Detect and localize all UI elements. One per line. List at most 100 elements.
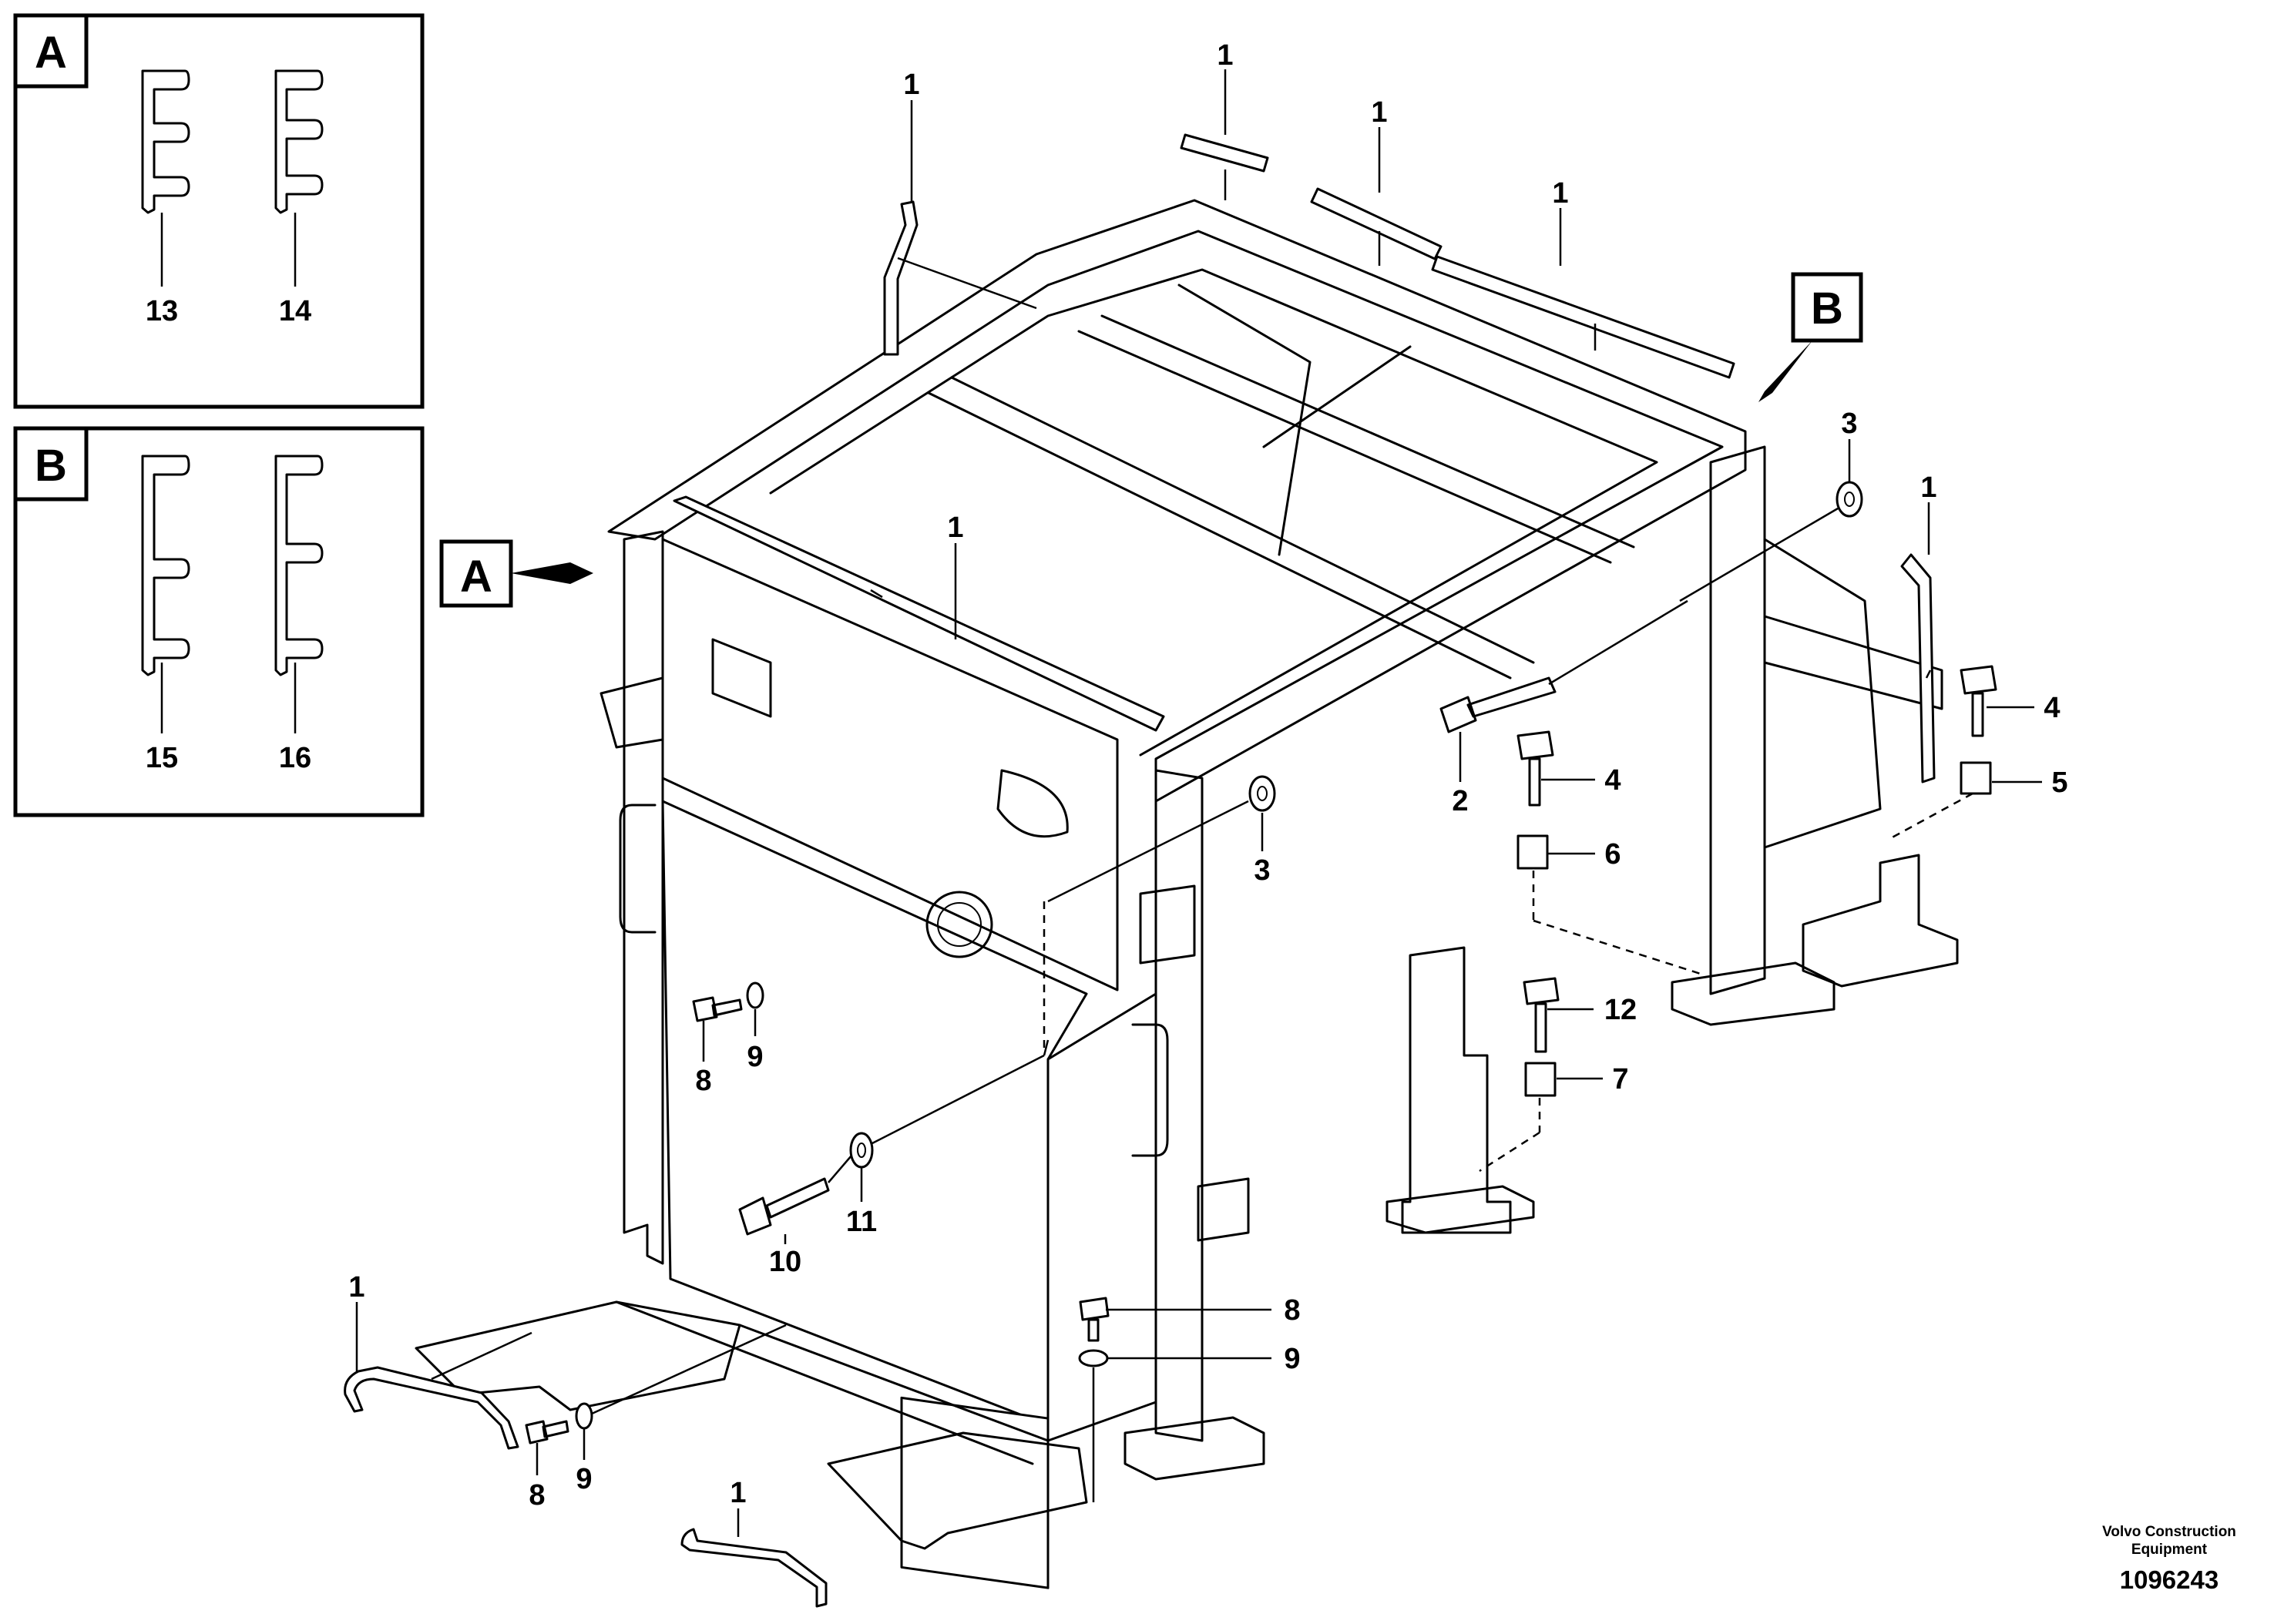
- callout-1a: 1: [903, 69, 919, 101]
- left-handle: [619, 804, 657, 934]
- washer-3a-hole: [1844, 492, 1855, 507]
- callout-11: 11: [846, 1206, 877, 1238]
- cab-frame-assembly: [415, 199, 1959, 1589]
- inset-b: B 15 16: [13, 426, 425, 817]
- washer-11: [849, 1132, 874, 1169]
- right-handle: [1131, 1023, 1169, 1157]
- callout-1b: 1: [1217, 39, 1233, 72]
- inset-b-frame: [13, 426, 425, 817]
- callout-7: 7: [1612, 1063, 1628, 1096]
- bolt-4a: [1516, 730, 1554, 807]
- spacer-7: [1524, 1062, 1557, 1097]
- strip-1g: [344, 1366, 519, 1450]
- frame-crossmember-1: [927, 376, 1535, 679]
- shim-part-14: [274, 69, 324, 214]
- washer-9c: [575, 1402, 593, 1430]
- shim-part-16: [274, 455, 324, 676]
- washer-11-hole: [857, 1143, 866, 1158]
- callout-8a: 8: [695, 1065, 711, 1097]
- inset-a: A 13 14: [13, 13, 425, 409]
- callout-1g: 1: [348, 1271, 364, 1304]
- footer: Volvo Construction Equipment 1096243: [2102, 1524, 2236, 1594]
- rear-lower-panel: [1046, 992, 1157, 1442]
- callout-15: 15: [146, 742, 178, 774]
- spacer-5: [1960, 761, 1992, 795]
- leader-1a-target: [897, 257, 1037, 310]
- view-marker-b-arrow: [1758, 341, 1812, 402]
- bolt-10-axis: [828, 1155, 852, 1183]
- bolt-8b: [1079, 1297, 1110, 1342]
- callout-9c: 9: [576, 1463, 592, 1495]
- reference-number: 1096243: [2120, 1565, 2218, 1594]
- callout-1e: 1: [1920, 471, 1936, 504]
- strip-1b: [1180, 133, 1269, 173]
- washer-3b-hole: [1257, 786, 1268, 801]
- callout-16: 16: [279, 742, 311, 774]
- callout-6: 6: [1604, 838, 1621, 871]
- view-marker-a-box: [439, 539, 513, 608]
- panel-cutout: [996, 769, 1069, 838]
- rear-side-beam: [1763, 615, 1943, 710]
- rubber-strips: [344, 133, 1936, 1608]
- shim-part-13: [141, 69, 190, 214]
- frame-crossmember-2: [1077, 314, 1635, 564]
- strip-1f: [673, 495, 1165, 732]
- view-marker-a-arrow: [511, 562, 593, 584]
- bolt-4b: [1960, 665, 1997, 737]
- right-front-post: [1154, 769, 1204, 1442]
- washer-3b: [1248, 775, 1276, 812]
- rear-outer-base: [1802, 854, 1959, 988]
- frame-crossmember-3: [1177, 284, 1412, 556]
- fasteners: [525, 481, 1997, 1502]
- callout-1c: 1: [1371, 96, 1387, 129]
- callout-1f: 1: [947, 512, 963, 544]
- callout-1d: 1: [1552, 177, 1568, 210]
- company-name-line1: Volvo Construction: [2102, 1524, 2236, 1540]
- bolt-10-axis-2: [870, 1054, 1045, 1146]
- bolt-8a: [692, 996, 743, 1022]
- spacer-6: [1516, 834, 1549, 870]
- left-post: [623, 530, 664, 1265]
- side-bracket-right: [1139, 884, 1196, 965]
- bolt-12: [1523, 977, 1560, 1053]
- washer-9a: [746, 981, 764, 1009]
- washer-9b: [1078, 1349, 1109, 1367]
- strip-1h: [680, 1528, 828, 1608]
- mount-stand-base: [1385, 1185, 1535, 1234]
- leader-1e-target: [1925, 669, 1932, 679]
- view-marker-a: A: [439, 539, 593, 608]
- rear-brace: [1763, 538, 1882, 849]
- leader-1g-target: [431, 1331, 532, 1381]
- dash-7b: [1479, 1131, 1540, 1173]
- panel-round-port: [925, 891, 993, 958]
- callout-5: 5: [2051, 767, 2067, 799]
- dash-6b: [1533, 919, 1704, 976]
- callout-8c: 8: [529, 1479, 545, 1512]
- leader-3a-axis: [1679, 507, 1839, 602]
- callout-14: 14: [279, 295, 311, 327]
- callout-12: 12: [1604, 994, 1637, 1026]
- floor-base-line: [615, 1300, 1050, 1465]
- cover-plate: [900, 1396, 1050, 1589]
- view-marker-b-box: [1791, 272, 1863, 343]
- callout-9a: 9: [747, 1041, 763, 1073]
- callout-13: 13: [146, 295, 178, 327]
- strip-1d: [1431, 255, 1735, 379]
- right-front-post-base: [1123, 1416, 1265, 1481]
- callout-3a: 3: [1841, 408, 1857, 440]
- view-marker-a-label: A: [460, 552, 492, 602]
- frame-top-inner-rail: [769, 268, 1658, 757]
- callout-2: 2: [1452, 785, 1468, 817]
- callout-1h: 1: [730, 1477, 746, 1509]
- rear-right-post-base: [1671, 961, 1836, 1026]
- company-name-line2: Equipment: [2131, 1542, 2208, 1558]
- leader-1f-target: [870, 589, 883, 599]
- bolt-2: [1439, 676, 1557, 733]
- callout-4b: 4: [2044, 692, 2060, 724]
- inset-a-frame: [13, 13, 425, 409]
- inset-b-label: B: [35, 441, 67, 491]
- mount-stand: [1401, 946, 1512, 1234]
- bolt-8c-axis: [591, 1324, 787, 1415]
- callout-numbers: 1 1 1 1 1 1 1 1 2 3 3 4 4 5 6 7 12 8 9 1…: [348, 39, 2067, 1512]
